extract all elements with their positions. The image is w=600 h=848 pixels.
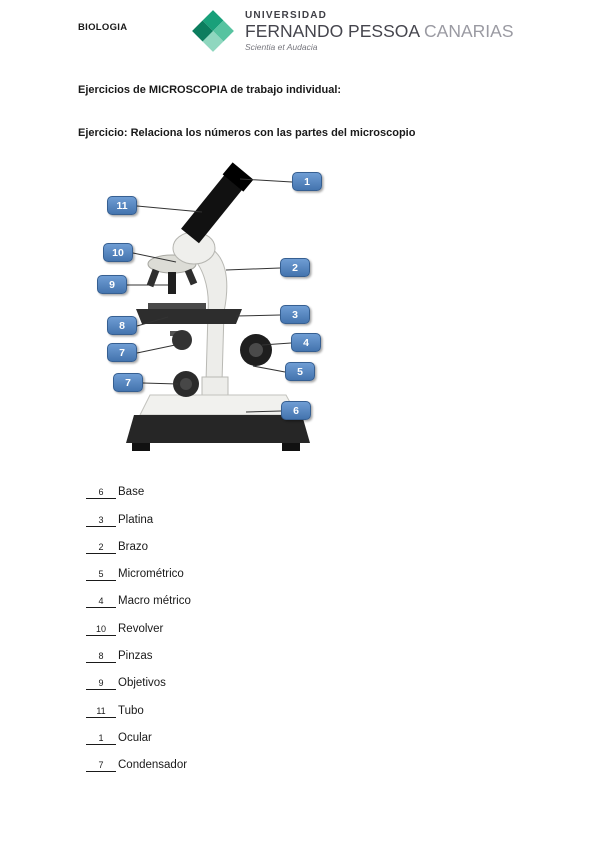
answer-label: Pinzas xyxy=(118,650,153,663)
answer-label: Platina xyxy=(118,513,154,526)
answer-blank: 3 xyxy=(86,514,116,527)
stage-clips xyxy=(148,303,206,309)
diagram-label-3: 3 xyxy=(280,305,310,324)
answer-blank: 11 xyxy=(86,705,116,718)
condenser xyxy=(170,330,192,350)
stage xyxy=(136,309,242,324)
answer-label: Objetivos xyxy=(118,677,166,690)
worksheet-title: Ejercicios de MICROSCOPIA de trabajo ind… xyxy=(78,84,342,96)
answer-label: Condensador xyxy=(118,759,188,772)
focus-knobs xyxy=(240,334,272,366)
answer-label: Revolver xyxy=(118,622,164,635)
answer-label: Macro métrico xyxy=(118,595,191,608)
diagram-label-5: 5 xyxy=(285,362,315,381)
pointer-lines xyxy=(127,178,293,413)
answer-label: Base xyxy=(118,486,145,499)
answer-blank: 6 xyxy=(86,486,116,500)
diagram-label-10: 10 xyxy=(103,243,133,262)
exercise-instruction: Ejercicio: Relaciona los números con las… xyxy=(78,127,416,139)
answer-label: Micrométrico xyxy=(118,568,184,581)
answer-blank: 8 xyxy=(86,650,116,664)
diamond-grid-icon xyxy=(192,10,234,52)
diagram-label-4: 4 xyxy=(291,333,321,352)
logo-university: UNIVERSIDAD xyxy=(245,10,328,21)
answer-label: Tubo xyxy=(118,704,144,717)
diagram-label-6: 6 xyxy=(281,401,311,420)
answer-blank: 9 xyxy=(86,677,116,691)
answer-blank: 7 xyxy=(86,759,116,773)
diagram-label-11: 11 xyxy=(107,196,137,215)
answer-label: Brazo xyxy=(118,540,149,553)
microscope-diagram: 1 11 10 9 2 8 3 7 4 5 7 6 xyxy=(90,152,340,462)
logo-tagline: Scientia et Audacia xyxy=(245,42,318,52)
eyepiece-tube xyxy=(181,162,254,244)
diagram-label-2: 2 xyxy=(280,258,310,277)
answer-blank: 5 xyxy=(86,568,116,582)
answer-blank: 10 xyxy=(86,623,116,636)
microscope-illustration xyxy=(126,162,310,451)
answer-blank: 1 xyxy=(86,732,116,745)
logo-name: FERNANDO PESSOA xyxy=(245,21,421,41)
diagram-label-7b: 7 xyxy=(113,373,143,392)
microscope-body xyxy=(126,162,310,451)
answer-blank: 4 xyxy=(86,595,116,609)
diagram-label-9: 9 xyxy=(97,275,127,294)
diagram-label-7a: 7 xyxy=(107,343,137,362)
answer-label: Ocular xyxy=(118,731,152,744)
course-label: BIOLOGIA xyxy=(78,22,128,33)
logo-region: CANARIAS xyxy=(424,21,514,41)
diagram-label-1: 1 xyxy=(292,172,322,191)
diagram-label-8: 8 xyxy=(107,316,137,335)
illuminator xyxy=(173,371,199,397)
answer-blank: 2 xyxy=(86,541,116,554)
